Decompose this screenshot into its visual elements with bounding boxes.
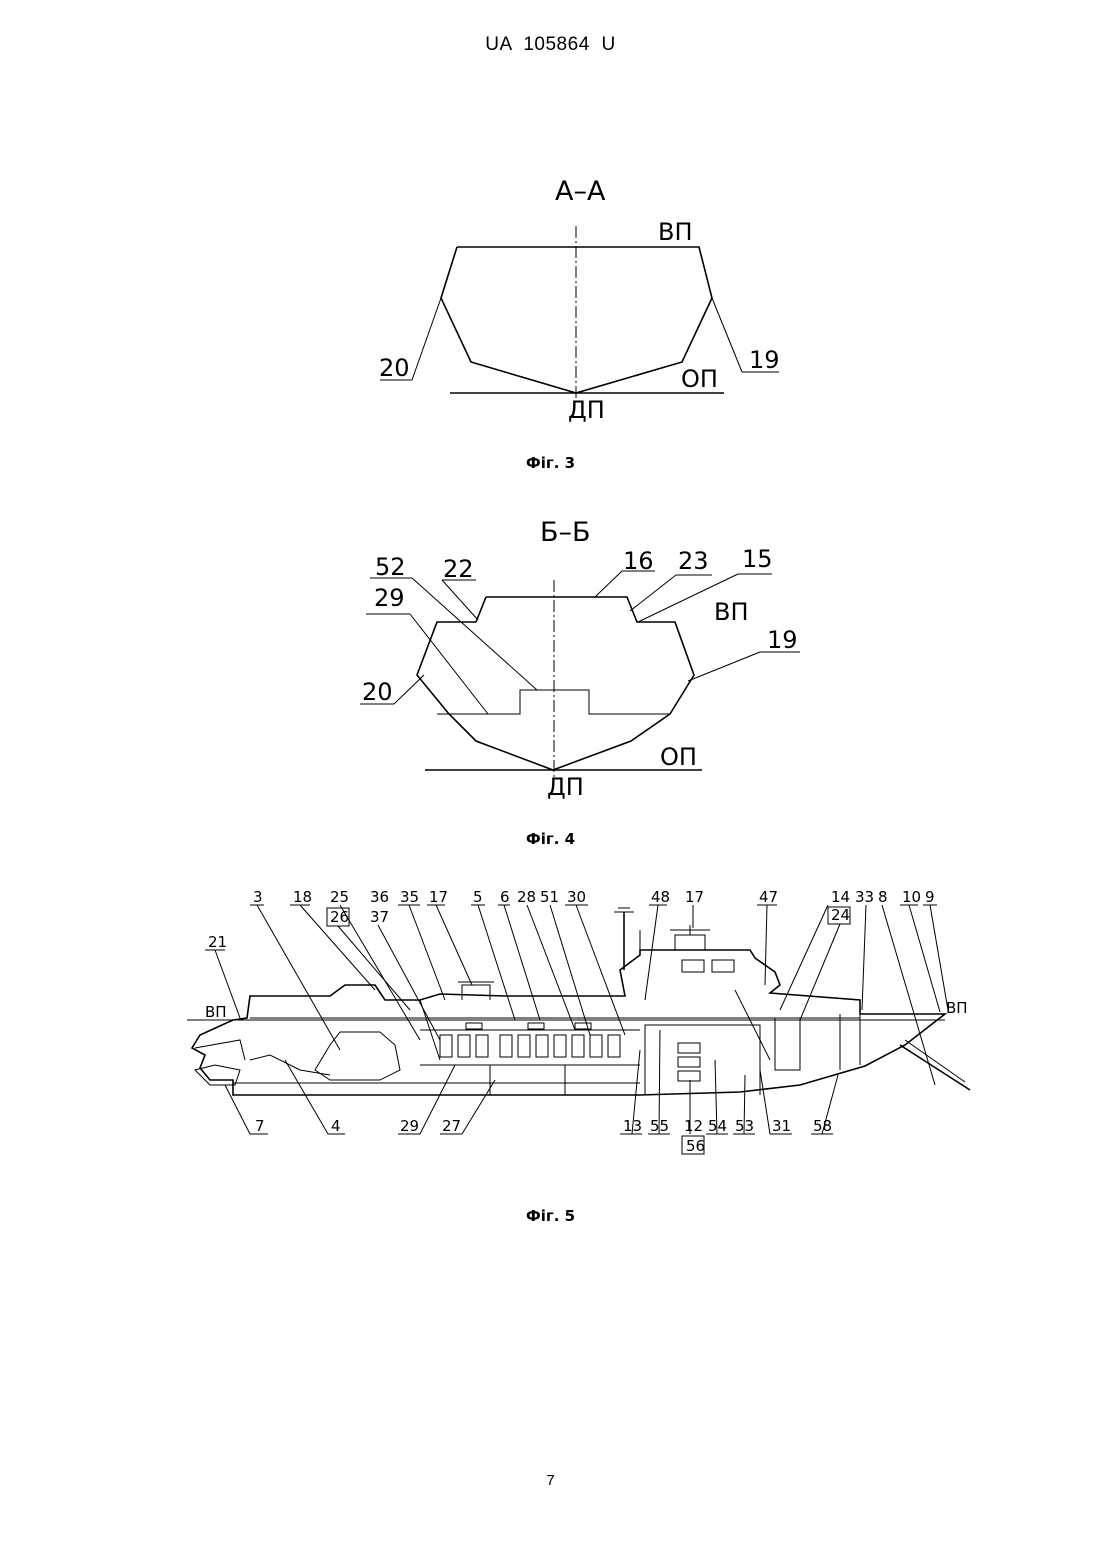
label-9: 9 [925, 888, 935, 906]
figure-5-caption: Фіг. 5 [0, 1207, 1101, 1225]
label-33: 33 [855, 888, 874, 906]
label-vp-right: ВП [946, 999, 968, 1017]
turret-17-bridge [670, 925, 710, 950]
label-25: 25 [330, 888, 349, 906]
hull-side-outline [192, 950, 945, 1095]
label-51: 51 [540, 888, 559, 906]
label-28: 28 [517, 888, 536, 906]
label-29: 29 [400, 1117, 419, 1135]
label-31: 31 [772, 1117, 791, 1135]
label-26: 26 [330, 908, 349, 926]
label-21: 21 [208, 933, 227, 951]
label-48: 48 [651, 888, 670, 906]
label-30: 30 [567, 888, 586, 906]
label-56: 56 [686, 1137, 705, 1155]
label-6: 6 [500, 888, 510, 906]
engine [315, 1032, 400, 1080]
label-54: 54 [708, 1117, 727, 1135]
label-27: 27 [442, 1117, 461, 1135]
label-47: 47 [759, 888, 778, 906]
label-17a: 17 [429, 888, 448, 906]
label-8: 8 [878, 888, 888, 906]
label-17b: 17 [685, 888, 704, 906]
turret-17-deck [458, 982, 494, 1000]
label-24: 24 [831, 906, 850, 924]
tank-27 [490, 1065, 565, 1095]
label-5: 5 [473, 888, 483, 906]
label-7: 7 [255, 1117, 265, 1135]
top-callouts: 3 18 25 26 36 37 35 17 5 6 28 51 30 48 1… [205, 888, 948, 1085]
label-4: 4 [331, 1117, 341, 1135]
bottom-callouts: 7 4 29 27 13 55 12 56 54 53 31 58 [225, 1030, 838, 1155]
label-vp-left: ВП [205, 1003, 227, 1021]
figure-5-drawing: ВП ВП 3 18 [0, 0, 1101, 1170]
label-35: 35 [400, 888, 419, 906]
seat-row [440, 1035, 620, 1057]
label-18: 18 [293, 888, 312, 906]
label-10: 10 [902, 888, 921, 906]
label-14: 14 [831, 888, 850, 906]
label-12: 12 [684, 1117, 703, 1135]
label-36: 36 [370, 888, 389, 906]
label-37: 37 [370, 908, 389, 926]
label-3: 3 [253, 888, 263, 906]
page-number: 7 [0, 1472, 1101, 1489]
